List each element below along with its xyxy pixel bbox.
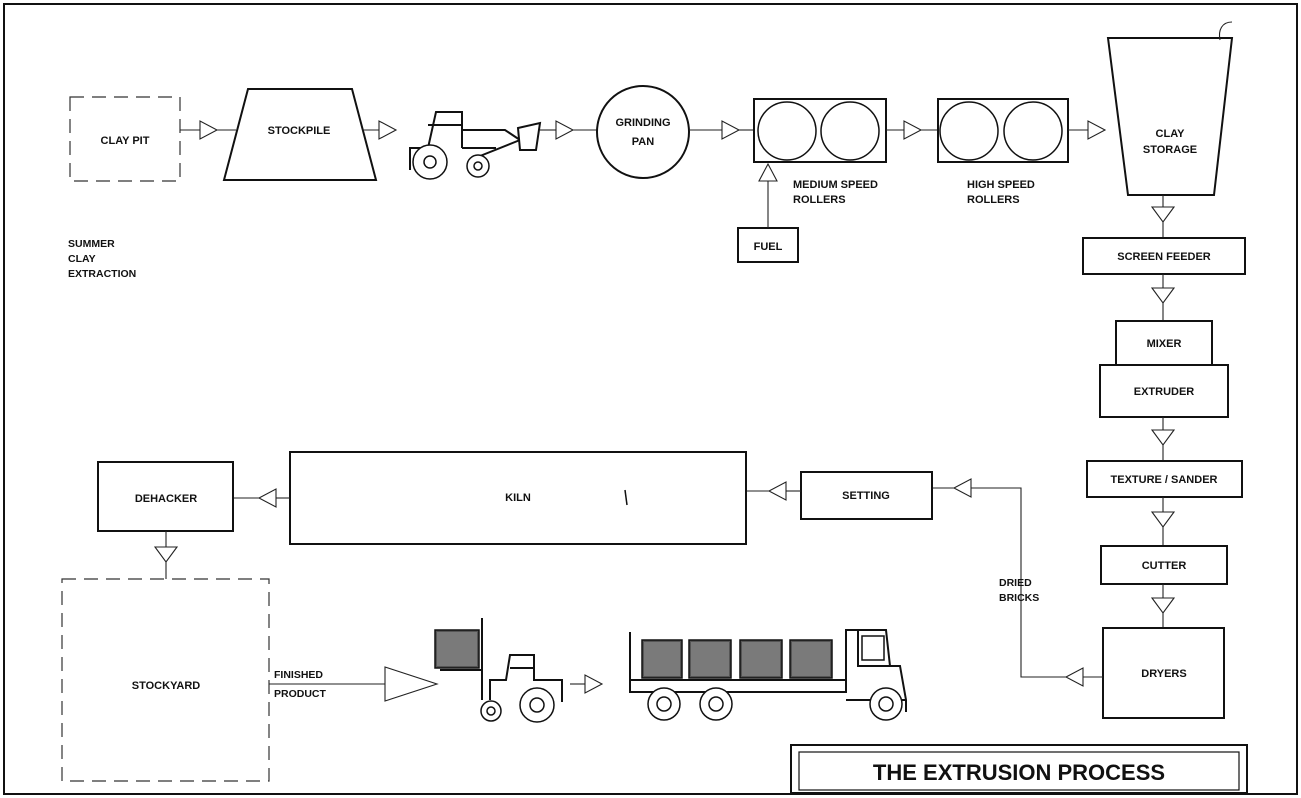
- flow-arrow: [378, 120, 398, 140]
- front-loader-icon: [409, 111, 542, 180]
- flow-arrow: [767, 481, 787, 501]
- summer-clay-extraction-note: SUMMER CLAY EXTRACTION: [68, 238, 136, 280]
- texture-sander-node: TEXTURE / SANDER: [1086, 460, 1243, 498]
- flow-arrow: [1150, 429, 1176, 446]
- grinding-pan-node: GRINDING PAN: [596, 85, 690, 179]
- mixer-label: MIXER: [1147, 338, 1182, 350]
- medium-speed-rollers-node: MEDIUM SPEED ROLLERS: [753, 98, 887, 206]
- diagram-title: THE EXTRUSION PROCESS: [873, 760, 1165, 785]
- fuel-node: FUEL: [737, 227, 799, 263]
- grinding-pan-label-2: PAN: [632, 136, 654, 148]
- flow-arrow: [1064, 667, 1084, 687]
- stockpile-label: STOCKPILE: [268, 125, 331, 137]
- flow-arrow: [257, 488, 277, 508]
- flow-arrow: [903, 120, 923, 140]
- mixer-node: MIXER: [1115, 320, 1213, 366]
- flow-arrow: [384, 666, 439, 702]
- dryers-node: DRYERS: [1102, 627, 1225, 719]
- kiln-node: KILN: [289, 451, 747, 545]
- forklift-icon: [434, 618, 563, 723]
- flow-arrow: [153, 546, 179, 563]
- grinding-pan-label-1: GRINDING: [616, 117, 671, 129]
- clay-storage-label-1: CLAY: [1156, 128, 1186, 140]
- kiln-label: KILN: [505, 492, 531, 504]
- flow-arrow: [952, 478, 972, 498]
- extraction-label: EXTRACTION: [68, 268, 136, 280]
- clay-storage-node: CLAY STORAGE: [1106, 37, 1234, 196]
- stockyard-node: STOCKYARD: [61, 578, 270, 782]
- medium-speed-rollers-label-2: ROLLERS: [793, 194, 846, 206]
- extruder-label: EXTRUDER: [1134, 386, 1195, 398]
- storage-lid-mark: [1218, 21, 1233, 41]
- setting-label: SETTING: [842, 490, 890, 502]
- flow-arrow: [721, 120, 741, 140]
- texture-sander-label: TEXTURE / SANDER: [1111, 474, 1218, 486]
- cutter-node: CUTTER: [1100, 545, 1228, 585]
- clay-storage-label-2: STORAGE: [1143, 144, 1197, 156]
- finished-product-label-2: PRODUCT: [274, 688, 327, 700]
- medium-speed-rollers-label-1: MEDIUM SPEED: [793, 179, 878, 191]
- high-speed-rollers-node: HIGH SPEED ROLLERS: [937, 98, 1069, 206]
- flatbed-truck-icon: [629, 629, 907, 721]
- high-speed-rollers-label-2: ROLLERS: [967, 194, 1020, 206]
- extruder-node: EXTRUDER: [1099, 364, 1229, 418]
- clay-pit-label: CLAY PIT: [101, 135, 150, 147]
- dehacker-node: DEHACKER: [97, 461, 234, 532]
- clay-label: CLAY: [68, 253, 96, 265]
- dehacker-label: DEHACKER: [135, 493, 197, 505]
- flow-arrow: [584, 674, 604, 694]
- screen-feeder-node: SCREEN FEEDER: [1082, 237, 1246, 275]
- flow-arrow: [758, 162, 778, 182]
- stockpile-node: STOCKPILE: [222, 88, 378, 181]
- flow-arrow: [1150, 511, 1176, 528]
- flow-arrow: [555, 120, 575, 140]
- high-speed-rollers-label-1: HIGH SPEED: [967, 179, 1035, 191]
- finished-product-label-1: FINISHED: [274, 669, 323, 681]
- flow-arrow: [1087, 120, 1107, 140]
- stockyard-label: STOCKYARD: [132, 680, 201, 692]
- summer-label: SUMMER: [68, 238, 115, 250]
- cutter-label: CUTTER: [1142, 560, 1187, 572]
- setting-node: SETTING: [800, 471, 933, 520]
- clay-pit-node: CLAY PIT: [69, 96, 181, 182]
- page-border: [3, 3, 1298, 795]
- title-box: THE EXTRUSION PROCESS: [790, 744, 1248, 794]
- screen-feeder-label: SCREEN FEEDER: [1117, 251, 1211, 263]
- dried-bricks-label-1: DRIED: [999, 577, 1032, 589]
- flow-arrow: [1150, 206, 1176, 223]
- flow-arrow: [1150, 287, 1176, 304]
- dryers-label: DRYERS: [1141, 668, 1186, 680]
- fuel-label: FUEL: [754, 241, 783, 253]
- flow-arrow: [199, 120, 219, 140]
- flow-arrow: [1150, 597, 1176, 614]
- dried-bricks-label-2: BRICKS: [999, 592, 1039, 604]
